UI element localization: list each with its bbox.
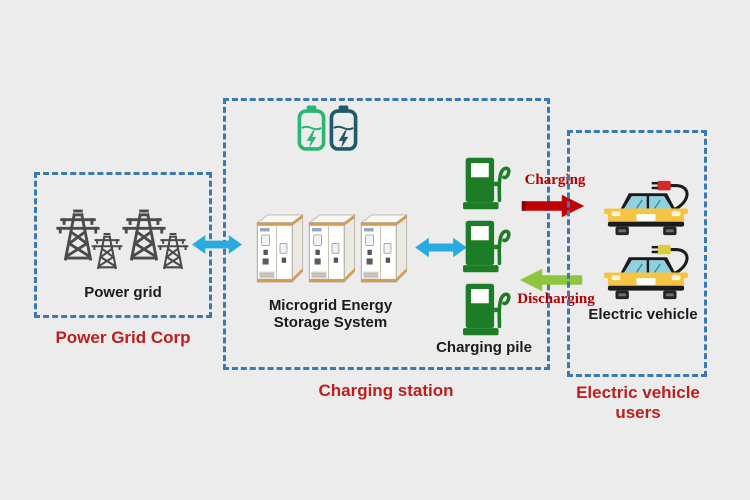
charging-station-caption: Charging station — [318, 381, 454, 400]
charging-pile-icon — [463, 281, 511, 338]
storage-cabinet-icon — [253, 208, 307, 288]
transmission-tower-icon — [90, 230, 124, 272]
charging-pile-label: Charging pile — [436, 339, 532, 356]
charging-pile-icon — [463, 218, 511, 275]
charging-pile-icon — [463, 155, 511, 212]
charging-flow-label: Charging — [524, 172, 586, 188]
storage-system-label-line1: Microgrid Energy — [268, 297, 393, 314]
discharging-flow-label: Discharging — [517, 291, 595, 307]
electric-car-icon — [600, 241, 692, 302]
grid-storage-arrow-icon — [192, 234, 242, 255]
transmission-tower-icon — [156, 230, 190, 272]
ev-users-caption: Electric vehicle users — [576, 383, 700, 422]
electric-car-icon — [600, 177, 692, 238]
storage-pile-arrow-icon — [414, 237, 468, 258]
charging-station-box — [223, 98, 550, 370]
ev-users-box — [567, 130, 707, 377]
power-grid-corp-caption: Power Grid Corp — [55, 328, 191, 347]
power-grid-label: Power grid — [84, 284, 162, 301]
battery-storage-arrow-icon — [330, 157, 350, 203]
storage-system-label: Microgrid Energy Storage System — [243, 297, 418, 331]
storage-system-label-line2: Storage System — [273, 314, 388, 331]
battery-storage-arrow-icon — [304, 157, 324, 203]
electric-vehicle-label: Electric vehicle — [588, 306, 698, 323]
battery-dark-icon — [329, 104, 358, 152]
storage-cabinet-icon — [305, 208, 359, 288]
battery-green-icon — [297, 104, 326, 152]
storage-cabinet-icon — [357, 208, 411, 288]
